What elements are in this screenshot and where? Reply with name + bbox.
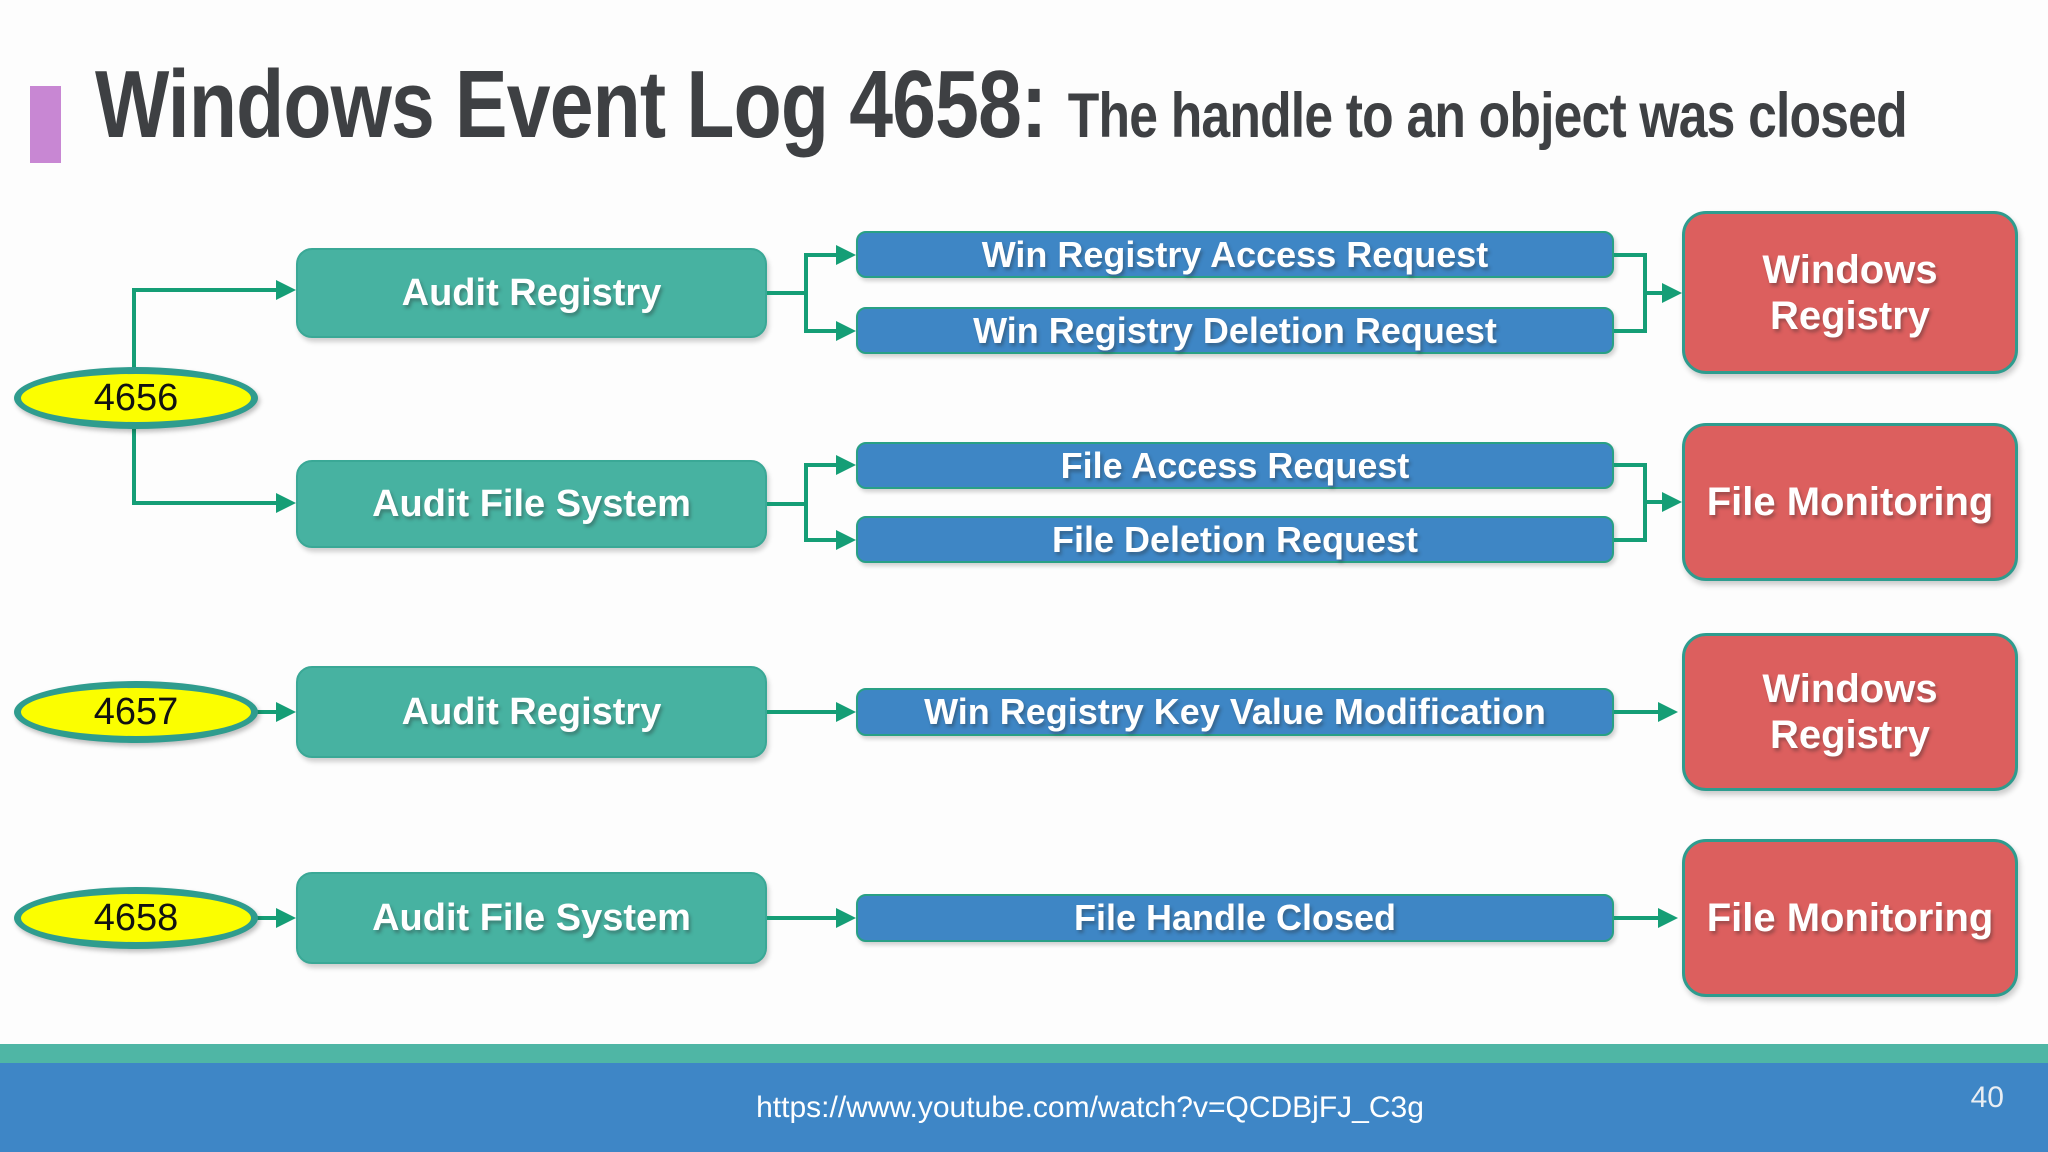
target-windows-registry-2: Windows Registry [1682,633,2018,791]
arrowhead-icon [836,245,856,265]
arrowhead-icon [836,530,856,550]
connector-line [1614,916,1658,920]
arrowhead-icon [276,908,296,928]
audit-registry-4656: Audit Registry [296,248,767,338]
target-file-monitoring-2: File Monitoring [1682,839,2018,997]
arrowhead-icon [276,493,296,513]
connector-line [804,463,836,467]
arrowhead-icon [276,702,296,722]
arrowhead-icon [836,455,856,475]
connector-line [132,288,276,292]
connector-line [804,329,836,333]
audit-registry-4657: Audit Registry [296,666,767,758]
connector-line [767,502,808,506]
arrowhead-icon [836,908,856,928]
connector-line [1614,329,1647,333]
connector-line [1614,538,1647,542]
connector-line [767,916,836,920]
target-windows-registry-1: Windows Registry [1682,211,2018,374]
connector-line [767,291,808,295]
connector-line [256,916,278,920]
connector-line [804,253,836,257]
page-number: 40 [1970,1081,2004,1114]
connector-line [1643,291,1662,295]
target-file-monitoring-1: File Monitoring [1682,423,2018,581]
request-file-access: File Access Request [856,442,1614,489]
event-id-4658: 4658 [14,887,258,949]
footer-teal-band [0,1044,2048,1063]
event-id-4656: 4656 [14,367,258,429]
connector-line [256,710,278,714]
connector-line [804,253,808,333]
connector-line [1643,500,1662,504]
connector-line [132,501,276,505]
footer-url: https://www.youtube.com/watch?v=QCDBjFJ_… [756,1090,1424,1124]
audit-file-system-4656: Audit File System [296,460,767,548]
footer-blue-band: https://www.youtube.com/watch?v=QCDBjFJ_… [0,1063,2048,1152]
arrowhead-icon [836,321,856,341]
request-win-registry-deletion: Win Registry Deletion Request [856,307,1614,354]
arrowhead-icon [276,280,296,300]
connector-line [1614,253,1647,257]
connector-line [1614,463,1647,467]
page-subtitle: The handle to an object was closed [1067,81,1908,151]
request-file-handle-closed: File Handle Closed [856,894,1614,942]
arrowhead-icon [1662,283,1682,303]
arrowhead-icon [836,702,856,722]
arrowhead-icon [1658,702,1678,722]
connector-line [804,538,836,542]
request-win-registry-key-value-modification: Win Registry Key Value Modification [856,688,1614,736]
connector-line [804,463,808,542]
request-win-registry-access: Win Registry Access Request [856,231,1614,278]
title-line: Windows Event Log 4658: The handle to an… [95,50,1908,160]
arrowhead-icon [1658,908,1678,928]
connector-line [1614,710,1658,714]
connector-line [767,710,836,714]
arrowhead-icon [1662,492,1682,512]
title-accent-bar [30,86,61,163]
event-id-4657: 4657 [14,681,258,743]
page-title: Windows Event Log 4658: [95,51,1047,158]
request-file-deletion: File Deletion Request [856,516,1614,563]
audit-file-system-4658: Audit File System [296,872,767,964]
